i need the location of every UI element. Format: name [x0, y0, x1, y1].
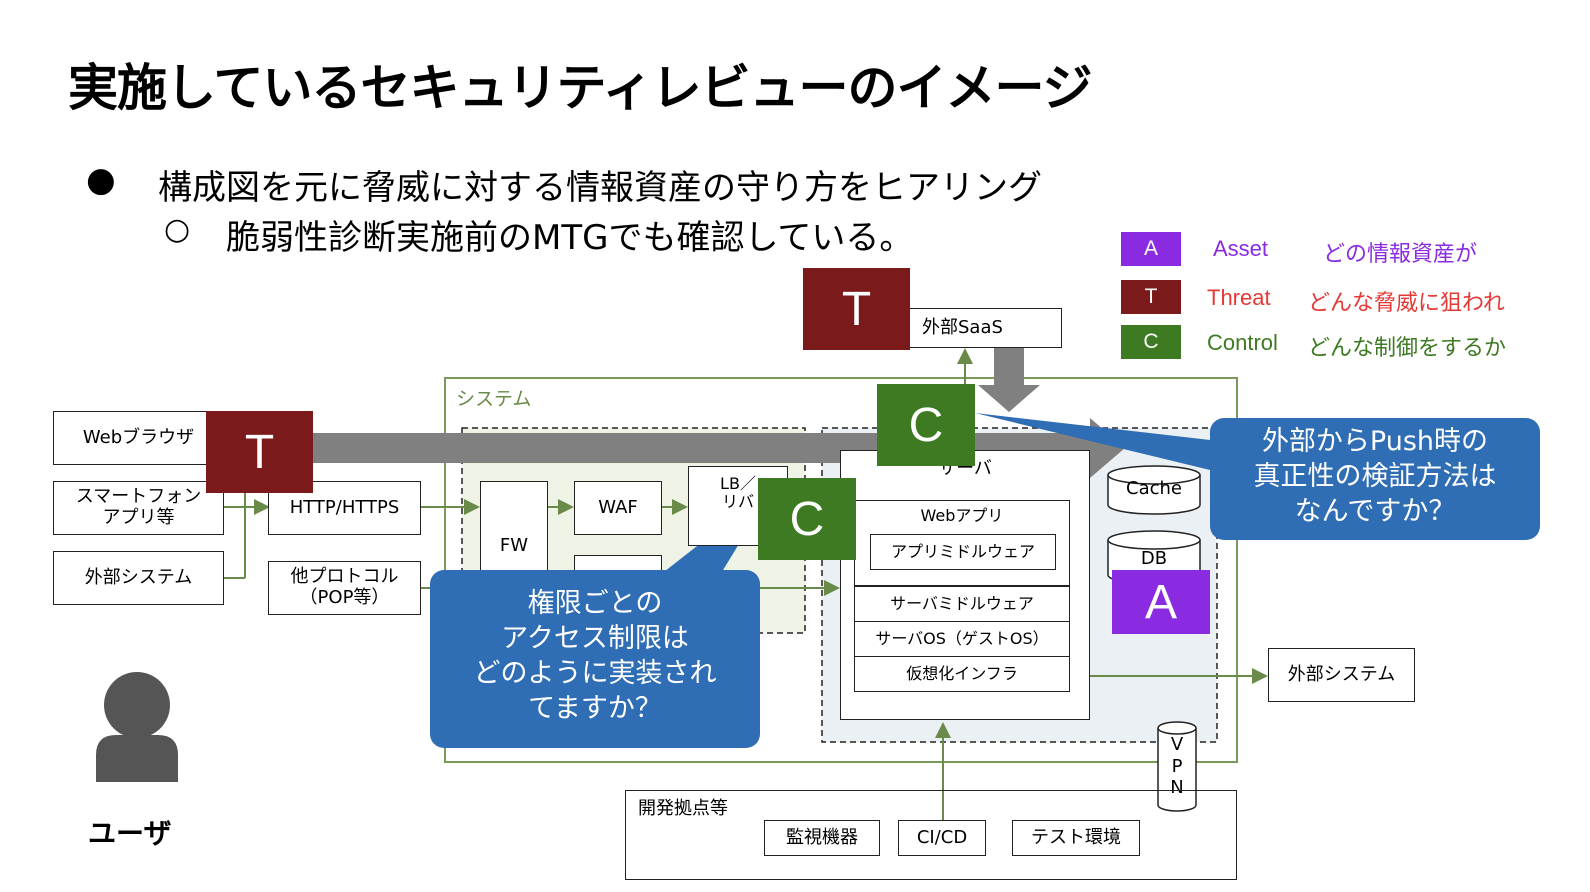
legend-key-threat: T	[1121, 280, 1181, 314]
legend-key-control: C	[1121, 325, 1181, 359]
bullet-sub: 脆弱性診断実施前のMTGでも確認している。	[226, 218, 914, 258]
asset-tag-db: A	[1112, 570, 1210, 634]
legend-desc-threat: どんな脅威に狙われ	[1308, 290, 1505, 315]
virtualization-box: 仮想化インフラ	[854, 656, 1070, 692]
legend-name-control: Control	[1207, 330, 1278, 355]
server-os-box: サーバOS（ゲストOS）	[854, 621, 1070, 657]
vpn-label: V P N	[1170, 734, 1184, 799]
legend-name-asset: Asset	[1213, 236, 1269, 261]
user-body-icon	[96, 735, 178, 782]
callout-access-text: 権限ごとの アクセス制限は どのように実装され てますか？	[473, 588, 717, 725]
callout-push-text: 外部からPush時の 真正性の検証方法は なんですか？	[1253, 426, 1497, 528]
system-label: システム	[456, 388, 532, 410]
threat-tag-top: T	[803, 268, 910, 350]
client-web-browser: Webブラウザ	[53, 411, 224, 465]
test-env-box: テスト環境	[1012, 820, 1140, 856]
ci-cd-box: CI/CD	[898, 820, 986, 856]
control-tag-mid: C	[758, 478, 856, 560]
legend-desc-control: どんな制御をするか	[1308, 335, 1507, 360]
legend-key-asset: A	[1121, 232, 1181, 266]
attack-arrow-down	[978, 336, 1040, 412]
threat-tag-left: T	[206, 411, 313, 493]
callout-push-tail	[975, 413, 1210, 470]
callout-access	[430, 570, 760, 748]
protocol-other: 他プロトコル （POP等）	[268, 561, 421, 615]
app-middleware-box: アプリミドルウェア	[870, 534, 1056, 570]
callout-push	[1210, 418, 1540, 540]
db-label: DB	[1140, 548, 1168, 569]
cache-label: Cache	[1126, 478, 1182, 499]
monitoring-box: 監視機器	[764, 820, 880, 856]
page-title: 実施しているセキュリティレビューのイメージ	[68, 59, 1092, 117]
server-middleware-box: サーバミドルウェア	[854, 586, 1070, 622]
legend-name-threat: Threat	[1207, 285, 1271, 310]
waf-box: WAF	[574, 481, 662, 535]
legend-desc-asset: どの情報資産が	[1323, 241, 1478, 266]
external-saas-box: 外部SaaS	[905, 308, 1062, 348]
sub-bullet-marker: ○	[164, 212, 191, 247]
user-head-icon	[104, 672, 170, 738]
dev-site-label: 開発拠点等	[638, 798, 728, 819]
user-label: ユーザ	[88, 817, 172, 850]
bullet-main: 構成図を元に脅威に対する情報資産の守り方をヒアリング	[158, 168, 1042, 208]
external-system-out-box: 外部システム	[1268, 648, 1415, 702]
control-tag-top: C	[877, 384, 975, 466]
client-external-system: 外部システム	[53, 551, 224, 605]
dev-site-box: 開発拠点等	[625, 790, 1237, 880]
client-smartphone-app: スマートフォン アプリ等	[53, 481, 224, 535]
bullet-marker: ●	[86, 160, 116, 200]
